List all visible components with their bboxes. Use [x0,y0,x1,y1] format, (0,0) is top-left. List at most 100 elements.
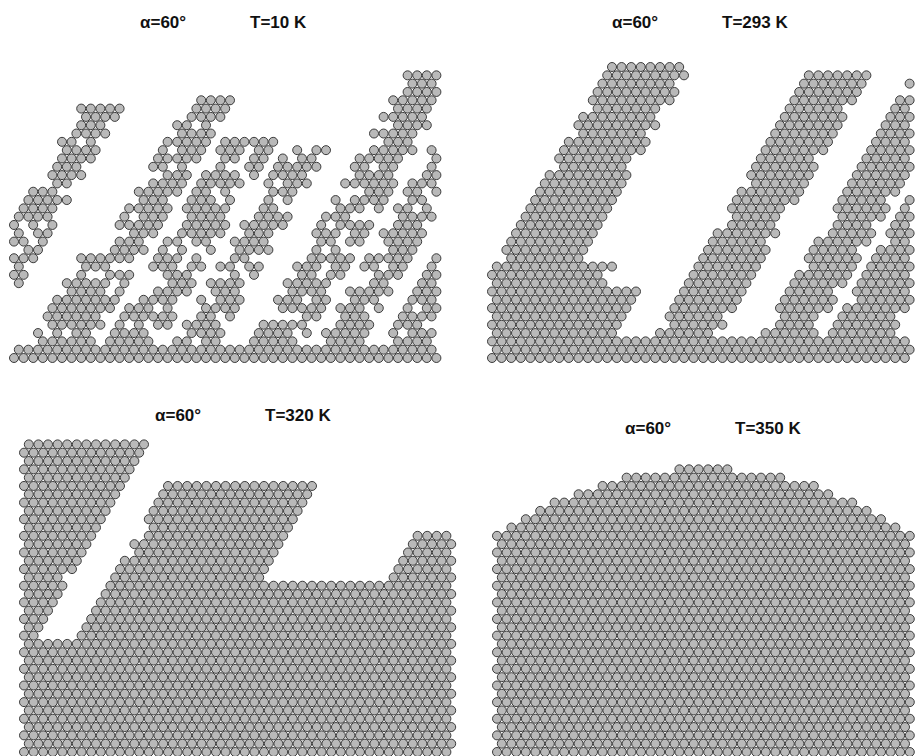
atom [660,354,669,363]
atom [718,237,727,246]
atom [848,196,857,205]
atom [317,287,326,296]
atom [776,171,785,180]
atom [173,254,182,263]
atom [158,146,167,155]
atom [670,337,679,346]
atom [408,96,417,105]
atom [92,739,101,748]
atom [202,714,211,723]
atom [96,304,105,313]
atom [163,171,172,180]
atom [221,204,230,213]
atom [442,748,451,756]
atom [264,689,273,698]
atom [622,154,631,163]
atom [149,212,158,221]
atom [370,196,379,205]
atom [82,129,91,138]
atom [886,262,895,271]
atom [800,179,809,188]
atom [800,162,809,171]
atom [660,71,669,80]
atom [336,714,345,723]
atom [704,329,713,338]
atom [264,212,273,221]
atom [766,204,775,213]
atom [312,229,321,238]
atom [872,304,881,313]
atom [111,723,120,732]
atom [608,312,617,321]
atom [447,723,456,732]
atom [211,304,220,313]
atom [235,146,244,155]
atom [250,220,259,229]
atom [742,279,751,288]
atom [876,279,885,288]
atom [675,63,684,72]
atom [115,237,124,246]
atom [379,229,388,238]
atom [728,220,737,229]
atom [14,262,23,271]
atom [130,229,139,238]
atom [250,354,259,363]
atom [125,220,134,229]
atom [226,689,235,698]
atom [579,196,588,205]
atom [293,279,302,288]
atom [905,162,914,171]
atom [780,112,789,121]
atom [852,254,861,263]
atom [39,714,48,723]
atom [857,212,866,221]
atom [24,212,33,221]
atom [134,220,143,229]
atom [403,137,412,146]
atom [226,262,235,271]
atom [216,689,225,698]
atom [795,87,804,96]
atom [254,212,263,221]
atom [346,354,355,363]
atom [622,137,631,146]
atom [312,162,321,171]
atom [867,329,876,338]
atom [269,731,278,740]
atom [116,731,125,740]
atom [694,312,703,321]
atom [886,345,895,354]
atom [828,295,837,304]
atom [603,104,612,113]
atom [427,312,436,321]
atom [163,237,172,246]
atom [86,104,95,113]
atom [608,129,617,138]
atom [427,146,436,155]
atom [512,312,521,321]
atom [593,337,602,346]
atom [283,279,292,288]
atom [317,304,326,313]
atom [394,204,403,213]
atom [886,146,895,155]
atom [819,345,828,354]
atom [418,279,427,288]
atom [221,104,230,113]
atom [173,270,182,279]
atom [278,320,287,329]
atom [394,220,403,229]
atom [365,320,374,329]
atom [240,220,249,229]
atom [168,179,177,188]
atom [355,320,364,329]
atom [158,295,167,304]
atom [235,279,244,288]
atom [900,304,909,313]
atom [512,229,521,238]
atom [351,723,360,732]
atom [308,698,317,707]
atom [254,245,263,254]
atom [641,87,650,96]
